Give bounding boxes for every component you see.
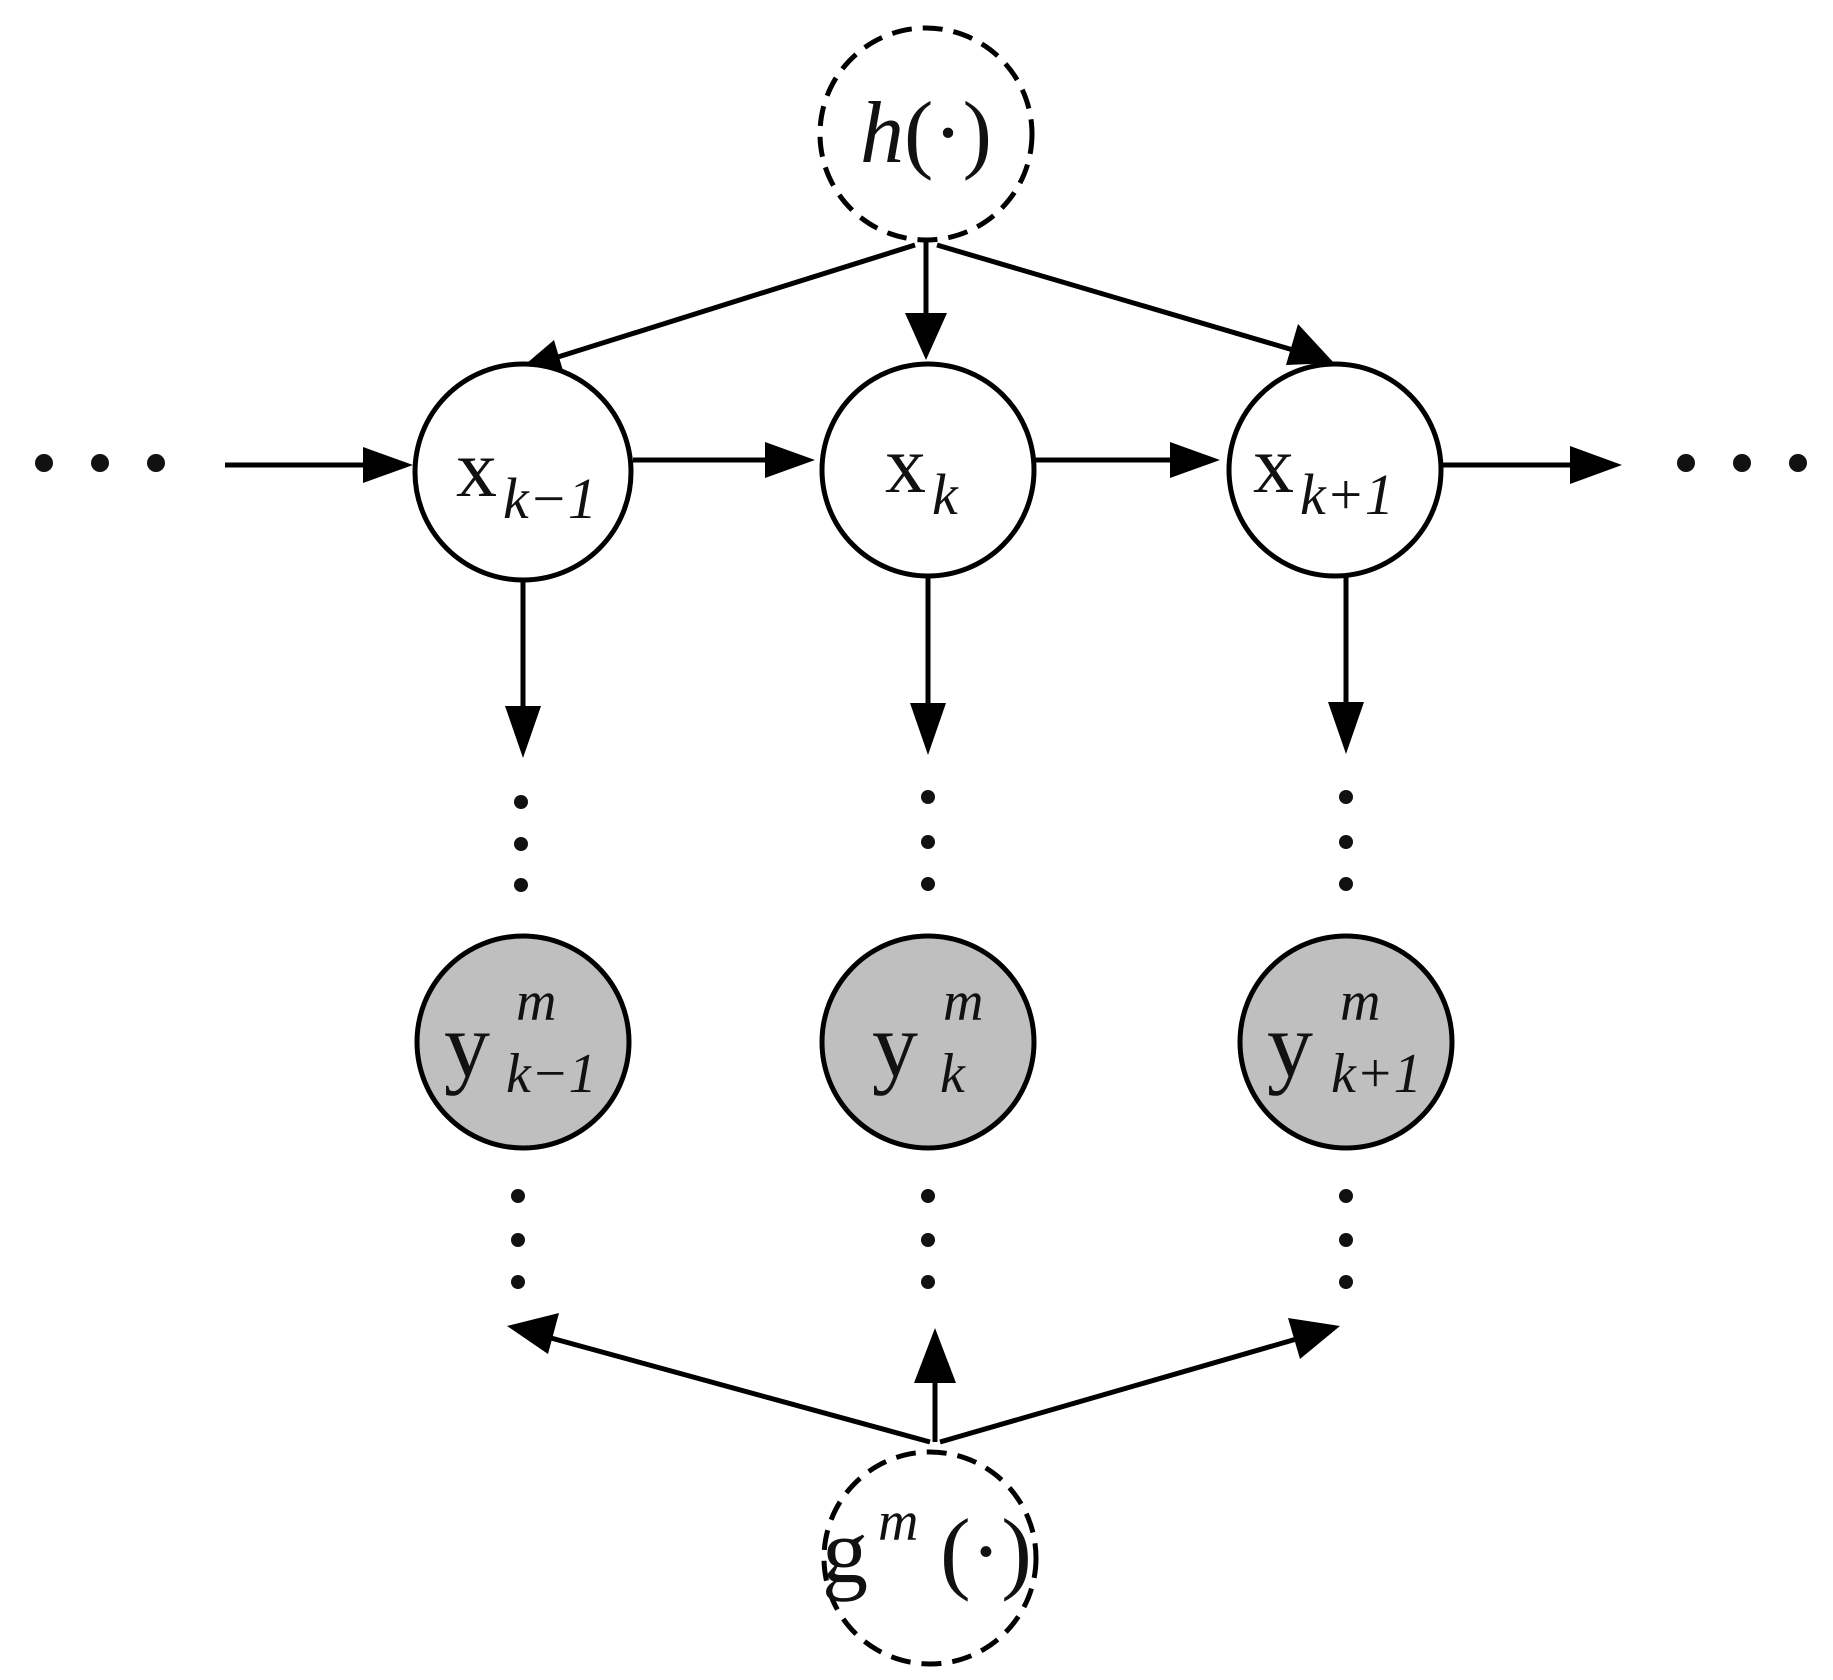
vertical-ellipsis-dot: [1339, 790, 1353, 804]
state-circle: [819, 361, 1037, 579]
vertical-ellipsis-dot: [514, 795, 528, 809]
emission-arrow-prev-head: [505, 706, 541, 758]
chain-right-ellipsis-dot: [1677, 454, 1695, 472]
h-to-state-center-arrowhead: [905, 313, 947, 360]
chain-arrow-out-head: [1570, 446, 1622, 484]
vertical-ellipsis-dot: [1339, 835, 1353, 849]
vertical-ellipsis-dot: [921, 1275, 935, 1289]
emission-arrow-next-head: [1328, 702, 1364, 754]
vertical-ellipsis-dot: [1339, 877, 1353, 891]
vertical-ellipsis-dot: [921, 1189, 935, 1203]
chain-right-ellipsis-dot: [1733, 454, 1751, 472]
observation-circle: [414, 933, 632, 1151]
vertical-ellipsis-dot: [511, 1233, 525, 1247]
vertical-ellipsis-dot: [514, 837, 528, 851]
top-function-node: h(·): [817, 25, 1035, 243]
g-to-center-arrowhead: [914, 1328, 956, 1383]
h-to-state-right-arrowhead: [1286, 324, 1334, 365]
top-function-label: h(·): [860, 85, 992, 182]
chain-left-ellipsis-dot: [35, 454, 53, 472]
chain-right-ellipsis-dot: [1789, 454, 1807, 472]
vertical-ellipsis-dot: [1339, 1275, 1353, 1289]
vertical-ellipsis-dot: [1339, 1233, 1353, 1247]
h-to-state-right-line: [936, 242, 1311, 358]
vertical-ellipsis-dot: [514, 878, 528, 892]
top-fanout-arrows: [520, 242, 1334, 381]
top-function-circle: [817, 25, 1035, 243]
state-circle: [1226, 361, 1444, 579]
g-to-right-arrowhead: [1288, 1318, 1340, 1359]
h-to-state-left-line: [541, 242, 916, 365]
vertical-ellipsis-dot: [511, 1189, 525, 1203]
vertical-ellipsis-dot: [921, 835, 935, 849]
emission-arrow-current-head: [910, 703, 946, 755]
vertical-ellipsis-dot: [921, 1233, 935, 1247]
chain-arrow-2-head: [1170, 442, 1220, 478]
vertical-ellipsis-dot: [921, 790, 935, 804]
upper-vertical-ellipses: [514, 790, 1353, 892]
observation-circle: [819, 933, 1037, 1151]
lower-vertical-ellipses: [511, 1189, 1353, 1289]
chain-arrow-in-head: [363, 447, 413, 483]
g-to-left-arrowhead: [507, 1313, 559, 1354]
chain-left-ellipsis-dot: [91, 454, 109, 472]
bottom-function-circle: [821, 1449, 1039, 1667]
bottom-fanout-arrows: [507, 1313, 1340, 1445]
vertical-ellipsis-dot: [1339, 1189, 1353, 1203]
chain-left-ellipsis-dot: [147, 454, 165, 472]
chain-arrow-1-head: [765, 442, 815, 478]
vertical-ellipsis-dot: [511, 1275, 525, 1289]
g-to-left-line: [539, 1332, 931, 1445]
emission-arrows: [505, 576, 1364, 758]
state-chain: [35, 442, 1807, 484]
vertical-ellipsis-dot: [921, 877, 935, 891]
observation-circle: [1237, 933, 1455, 1151]
g-to-right-line: [939, 1335, 1301, 1445]
